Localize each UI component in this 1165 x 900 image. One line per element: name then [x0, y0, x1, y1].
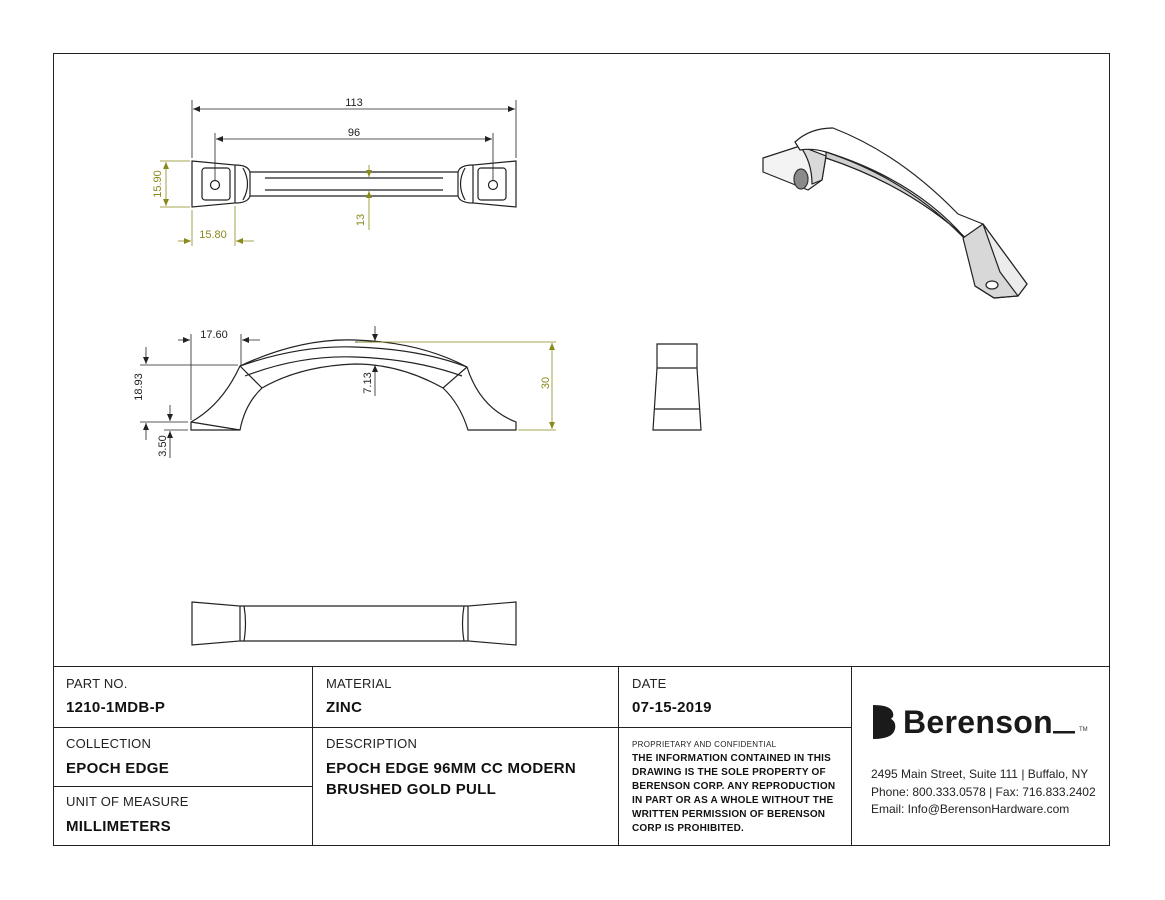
dim-side-end: 17.60: [200, 329, 228, 341]
uom-label: UNIT OF MEASURE: [66, 794, 189, 809]
dim-side-total: 30: [540, 377, 552, 389]
notice-line-1: THE INFORMATION CONTAINED IN THIS: [632, 753, 831, 764]
berenson-logo-mark-icon: [873, 705, 896, 739]
company-address: 2495 Main Street, Suite 111 | Buffalo, N…: [871, 767, 1089, 781]
end-view: [652, 343, 702, 431]
technical-drawing: 113 96 15.90 15.80 13 17.60 18.93 3.50 7…: [133, 97, 1028, 646]
notice-line-6: CORP IS PROHIBITED.: [632, 823, 744, 834]
isometric-view: [762, 127, 1028, 299]
dim-side-height: 18.93: [133, 373, 145, 401]
description-line-2: BRUSHED GOLD PULL: [326, 781, 497, 798]
dim-top-bar: 13: [355, 214, 367, 226]
description-line-1: EPOCH EDGE 96MM CC MODERN: [326, 760, 577, 777]
date-label: DATE: [632, 676, 667, 691]
dim-side-base: 3.50: [157, 435, 169, 456]
date-value: 07-15-2019: [632, 699, 712, 716]
side-view-dimensions: [140, 326, 556, 458]
company-email: Email: Info@BerensonHardware.com: [871, 802, 1070, 816]
dim-top-overall: 113: [345, 97, 363, 109]
material-value: ZINC: [326, 699, 363, 716]
trademark: TM: [1079, 727, 1088, 733]
part-no-value: 1210-1MDB-P: [66, 699, 166, 716]
dim-top-height: 15.90: [152, 170, 164, 198]
notice-line-5: WRITTEN PERMISSION OF BERENSON: [632, 809, 826, 820]
top-view: [191, 160, 517, 208]
material-label: MATERIAL: [326, 676, 392, 691]
title-block: PART NO. 1210-1MDB-P MATERIAL ZINC DATE …: [53, 666, 1110, 846]
logo-text: Berenson: [903, 703, 1053, 740]
uom-value: MILLIMETERS: [66, 818, 171, 835]
collection-label: COLLECTION: [66, 736, 152, 751]
part-no-label: PART NO.: [66, 676, 128, 691]
notice-line-3: BERENSON CORP. ANY REPRODUCTION: [632, 781, 836, 792]
drawing-sheet: [53, 53, 1110, 846]
logo-underline-icon: [1053, 731, 1075, 734]
dim-top-cc: 96: [348, 127, 360, 139]
dim-side-arch: 7.13: [362, 372, 374, 393]
notice-line-4: IN PART OR AS A WHOLE WITHOUT THE: [632, 795, 834, 806]
top-view-dimensions: [160, 100, 517, 246]
bottom-view: [191, 601, 517, 646]
description-label: DESCRIPTION: [326, 736, 418, 751]
notice-line-2: DRAWING IS THE SOLE PROPERTY OF: [632, 767, 826, 778]
proprietary-label: PROPRIETARY AND CONFIDENTIAL: [632, 740, 777, 749]
company-phone-fax: Phone: 800.333.0578 | Fax: 716.833.2402: [871, 785, 1096, 799]
side-view: [190, 339, 517, 431]
dim-top-end: 15.80: [199, 229, 227, 241]
collection-value: EPOCH EDGE: [66, 760, 170, 777]
berenson-logo: Berenson TM: [871, 703, 1088, 741]
